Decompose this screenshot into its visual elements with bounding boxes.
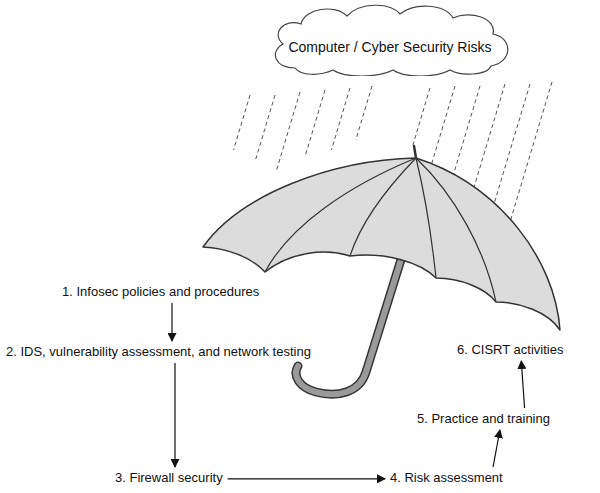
umbrella-handle-fill <box>296 250 404 394</box>
cloud-title: Computer / Cyber Security Risks <box>265 38 515 56</box>
rain-line <box>234 95 251 150</box>
flow-arrow <box>171 303 172 341</box>
umbrella-handle <box>296 250 404 394</box>
rain-line <box>505 82 552 240</box>
step-text: 1. Infosec policies and procedures <box>62 284 259 300</box>
step-text: 6. CISRT activities <box>457 342 563 358</box>
step-label: 6. CISRT activities <box>455 342 565 358</box>
rain-line <box>256 95 276 160</box>
rain-line <box>452 86 480 180</box>
step-label: 1. Infosec policies and procedures <box>60 284 261 300</box>
step-label: 2. IDS, vulnerability assessment, and ne… <box>4 344 313 360</box>
step-text: 4. Risk assessment <box>390 470 503 486</box>
umbrella-canopy <box>203 158 560 330</box>
flow-arrow <box>174 363 175 467</box>
flow-arrow <box>493 430 500 467</box>
umbrella-tip <box>414 146 416 158</box>
flow-arrow <box>228 478 385 479</box>
rain-line <box>277 92 300 170</box>
step-text: 5. Practice and training <box>417 411 550 427</box>
umbrella-ribs <box>265 158 496 302</box>
rain-line <box>356 86 372 140</box>
rain-line <box>430 86 455 170</box>
cloud-shape: Computer / Cyber Security Risks <box>265 2 515 76</box>
rain-line <box>306 90 326 155</box>
step-label: 4. Risk assessment <box>388 470 505 486</box>
step-label: 5. Practice and training <box>415 411 552 427</box>
rain-line <box>331 88 350 150</box>
rain-line <box>413 88 430 145</box>
step-text: 2. IDS, vulnerability assessment, and ne… <box>6 344 311 360</box>
step-label: 3. Firewall security <box>113 470 225 486</box>
flow-arrow <box>521 361 524 408</box>
step-text: 3. Firewall security <box>115 470 223 486</box>
